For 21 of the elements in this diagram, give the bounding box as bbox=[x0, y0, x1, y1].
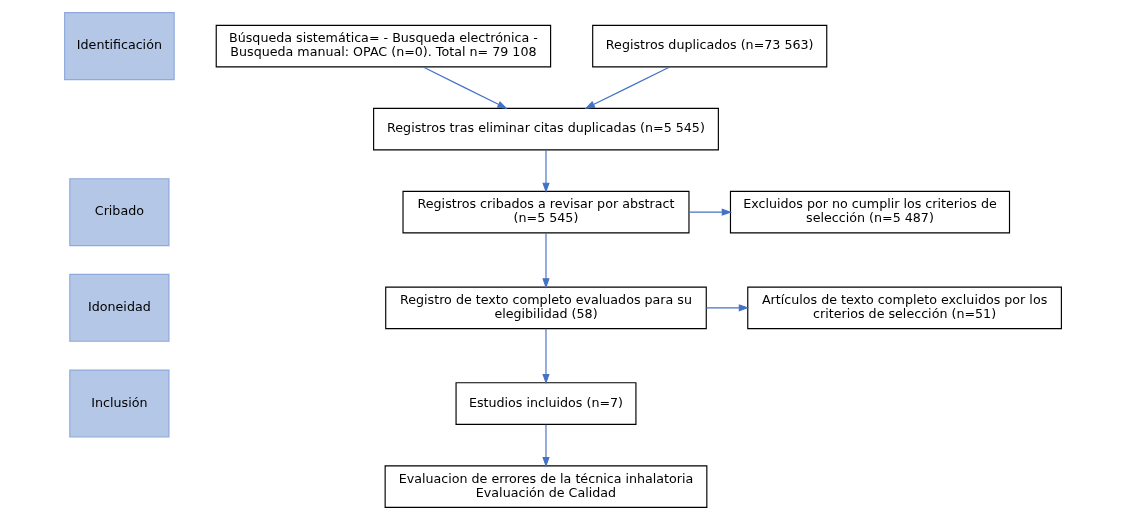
arrow bbox=[541, 328, 550, 385]
arrow bbox=[584, 66, 670, 109]
node-box: Búsqueda sistemática= - Busqueda electrónica - Busqueda manual: OPAC (n=0). Total n= 79 108 bbox=[215, 24, 551, 68]
node-box: Registros tras eliminar citas duplicadas (n=5 545) bbox=[372, 107, 719, 151]
node-box: Registros cribados a revisar por abstract (n=5 545) bbox=[401, 190, 690, 234]
node-box: Evaluacion de errores de la técnica inhalatoria Evaluación de Calidad bbox=[384, 465, 707, 508]
node-box: Inclusión bbox=[68, 369, 170, 438]
arrow bbox=[541, 232, 550, 289]
node-box: Registro de texto completo evaluados para su elegibilidad (58) bbox=[384, 286, 707, 330]
node-box: Artículos de texto completo excluidos por los criterios de selección (n=51) bbox=[746, 286, 1062, 330]
node-box: Identificación bbox=[63, 12, 175, 81]
node-box: Cribado bbox=[68, 178, 170, 247]
node-box: Estudios incluidos (n=7) bbox=[455, 382, 636, 425]
arrow bbox=[705, 304, 749, 312]
arrow bbox=[541, 424, 550, 468]
node-box: Idoneidad bbox=[68, 273, 170, 342]
arrow bbox=[422, 66, 508, 109]
arrow bbox=[541, 149, 550, 194]
node-box: Excluidos por no cumplir los criterios de selección (n=5 487) bbox=[729, 190, 1010, 234]
arrow bbox=[687, 208, 732, 216]
node-box: Registros duplicados (n=73 563) bbox=[591, 24, 827, 68]
